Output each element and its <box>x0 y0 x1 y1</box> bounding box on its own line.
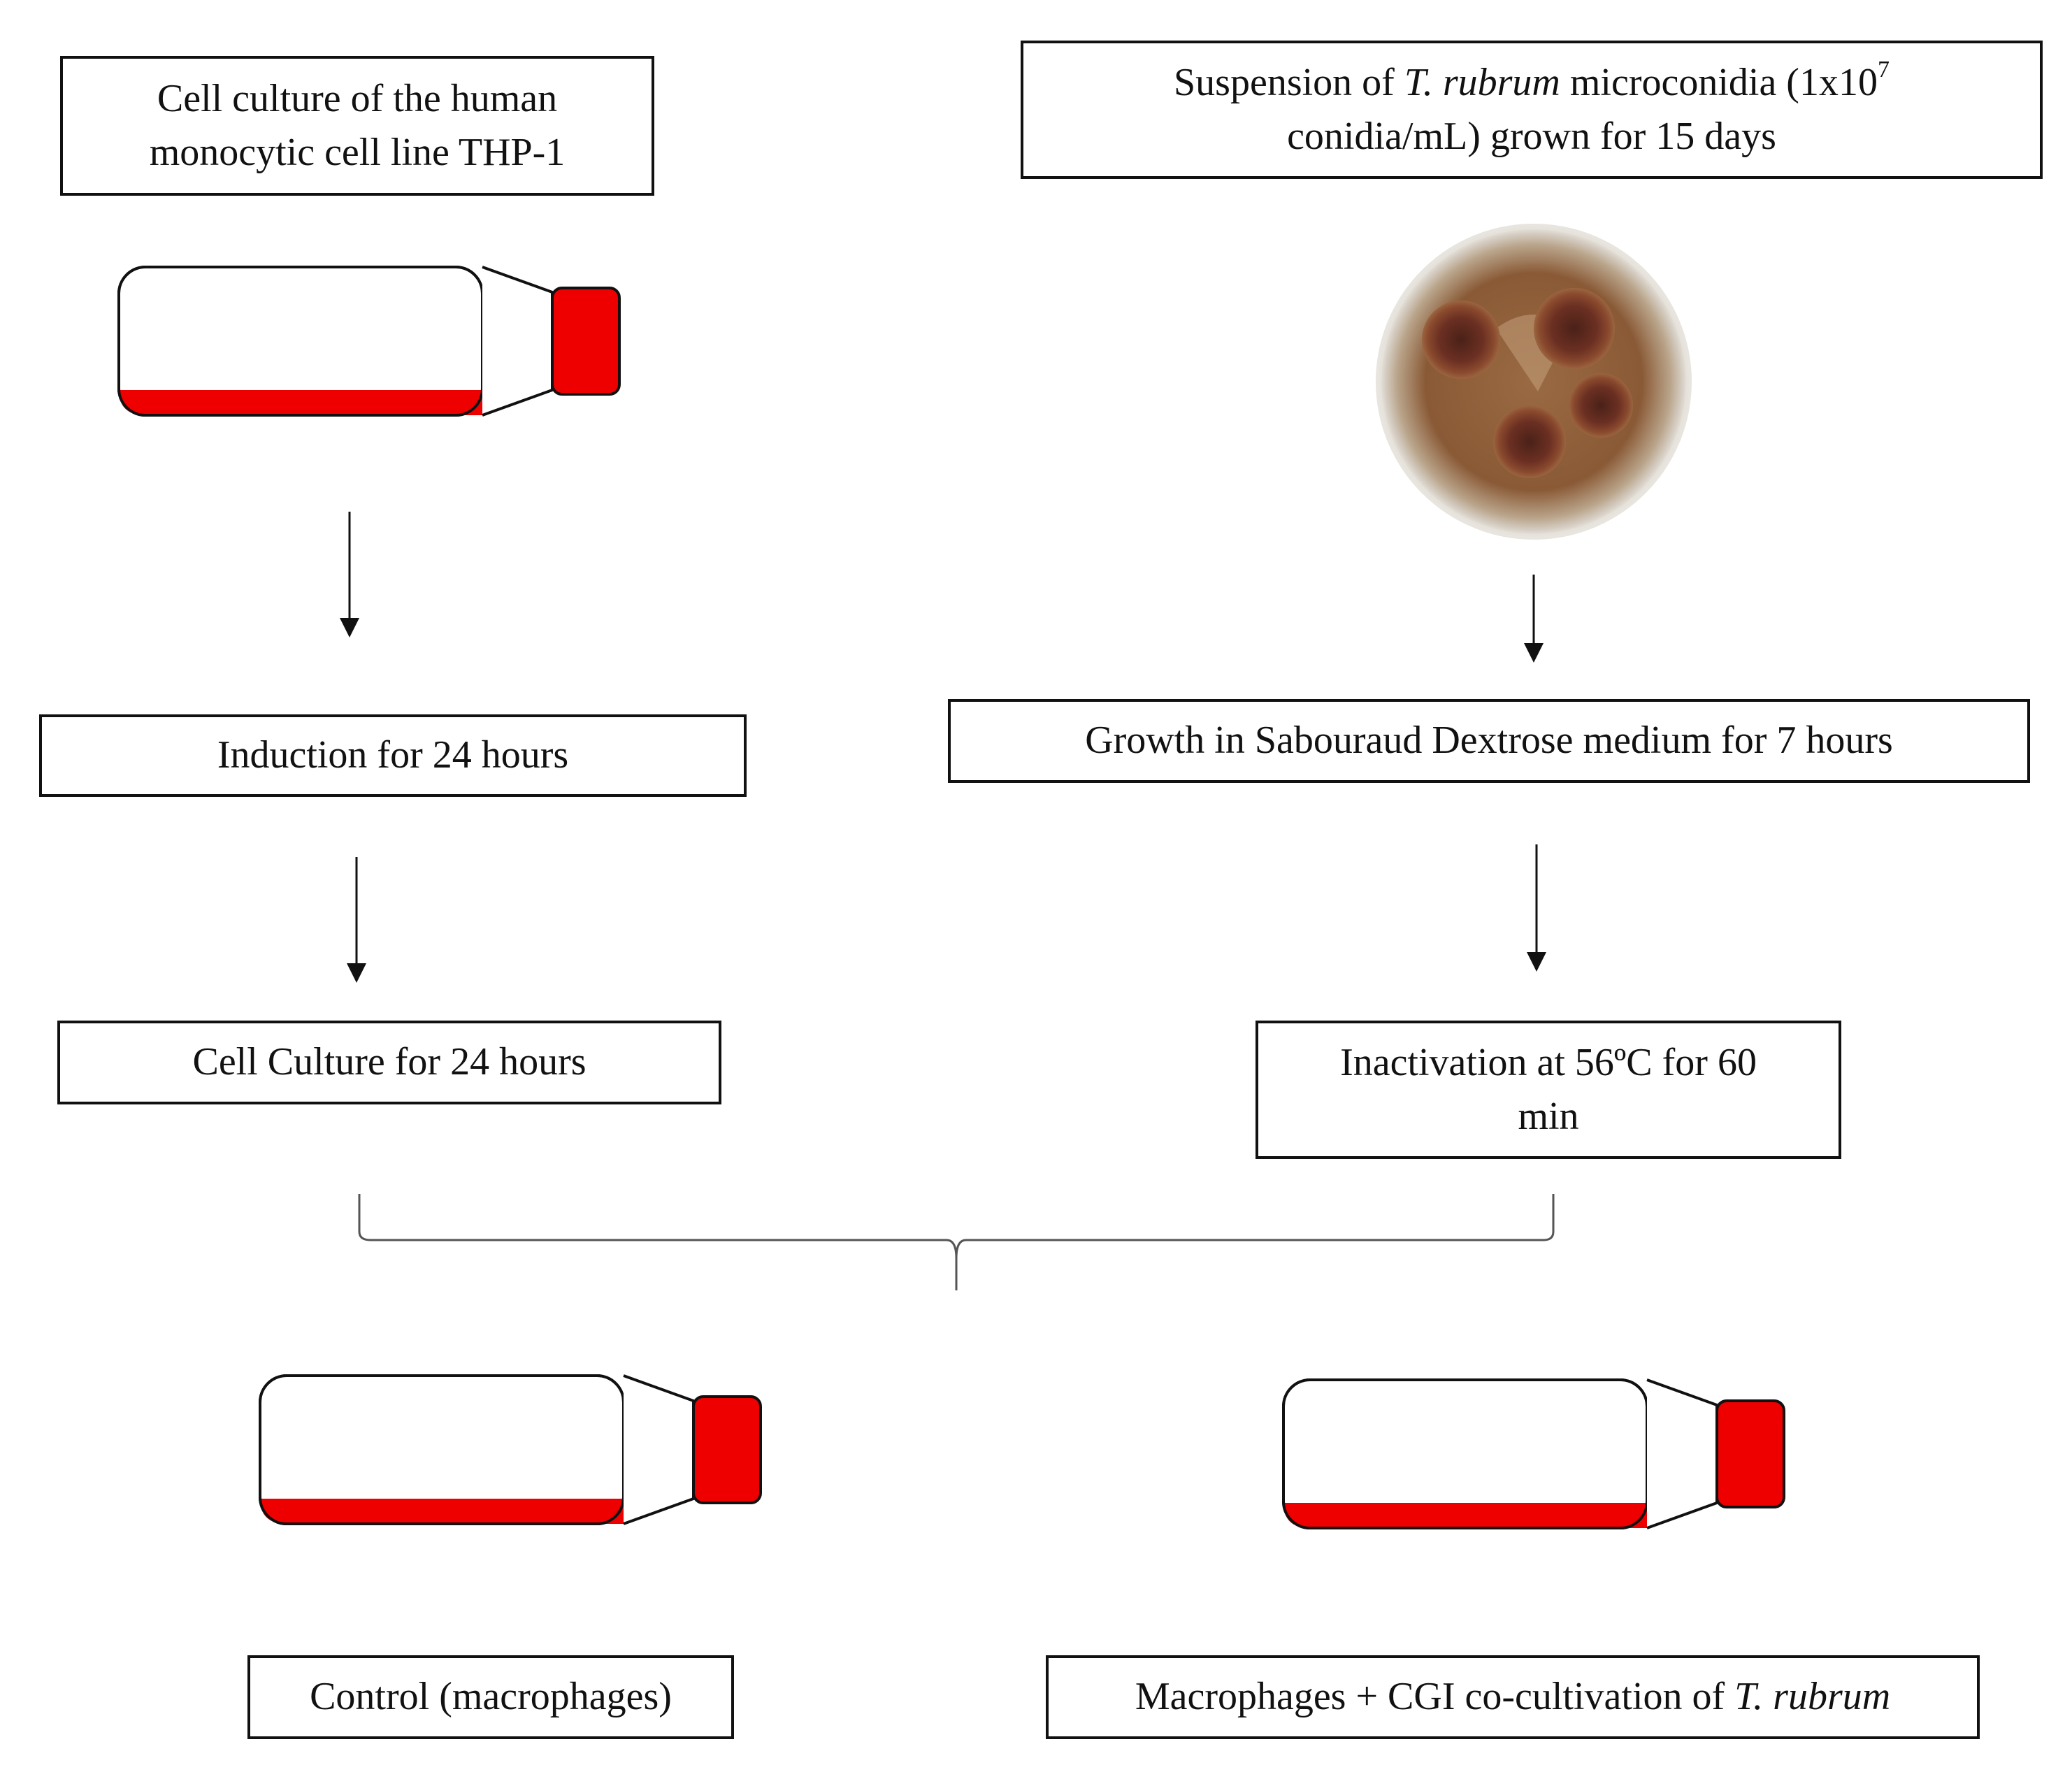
arrow-thp1-to-induction <box>340 512 359 638</box>
induction-box: Induction for 24 hours <box>39 714 747 797</box>
control-label: Control (macrophages) <box>310 1675 672 1719</box>
suspension-line-2: conidia/mL) grown for 15 days <box>1287 115 1776 158</box>
species-name: T. rubrum <box>1404 60 1560 104</box>
arrow-growth-to-inactivation <box>1527 844 1546 972</box>
cocultivation-label: Macrophages + CGI co-cultivation of T. r… <box>1135 1675 1891 1719</box>
inactivation-line-2: min <box>1518 1095 1579 1138</box>
growth-box: Growth in Sabouraud Dextrose medium for … <box>948 699 2030 783</box>
joining-brace <box>358 1194 1555 1290</box>
cell-culture-box: Cell Culture for 24 hours <box>57 1021 721 1104</box>
thp1-culture-box: Cell culture of the human monocytic cell… <box>60 56 654 196</box>
suspension-line-1: Suspension of T. rubrum microconidia (1x… <box>1174 57 1890 104</box>
arrow-induction-to-culture <box>347 857 366 983</box>
inactivation-box: Inactivation at 56ºC for 60 min <box>1256 1021 1841 1159</box>
flask-icon <box>1282 1378 1785 1529</box>
inactivation-line-1: Inactivation at 56ºC for 60 <box>1340 1040 1757 1084</box>
flask-icon <box>259 1374 762 1525</box>
control-box: Control (macrophages) <box>247 1655 734 1739</box>
growth-label: Growth in Sabouraud Dextrose medium for … <box>1085 719 1893 763</box>
petri-dish-icon <box>1376 224 1692 540</box>
suspension-box: Suspension of T. rubrum microconidia (1x… <box>1021 41 2043 179</box>
induction-label: Induction for 24 hours <box>217 733 569 777</box>
exponent: 7 <box>1877 57 1890 83</box>
cocultivation-box: Macrophages + CGI co-cultivation of T. r… <box>1046 1655 1980 1739</box>
cell-culture-label: Cell Culture for 24 hours <box>192 1040 587 1084</box>
arrow-dish-to-growth <box>1524 575 1544 663</box>
thp1-line-1: Cell culture of the human <box>157 76 558 120</box>
thp1-line-2: monocytic cell line THP-1 <box>149 131 566 174</box>
flask-icon <box>117 266 621 417</box>
